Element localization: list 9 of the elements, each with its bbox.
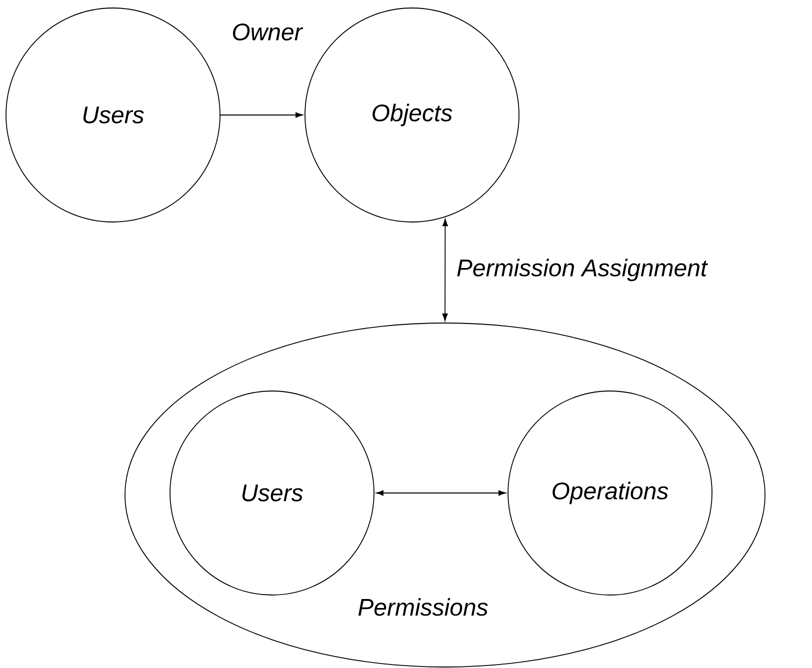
arrow [376, 490, 506, 496]
arrow [220, 112, 303, 118]
edge-label: Owner [230, 22, 304, 42]
circle-node: Objects [304, 8, 520, 222]
circle-node: Operations [508, 390, 712, 596]
edge-label: Permission Assignment [455, 258, 708, 282]
arrow [442, 218, 448, 321]
circle-node: Users [170, 390, 374, 596]
circle-node: Users [6, 8, 220, 222]
